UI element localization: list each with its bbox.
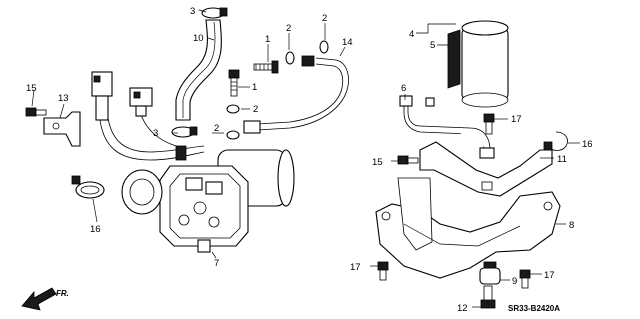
hose-10 — [175, 19, 222, 121]
diagram-code: SR33-B2420A — [508, 304, 560, 313]
callout-15: 15 — [26, 83, 37, 94]
hose-clamp-upper — [201, 7, 228, 19]
callout-labels: 3 10 1 2 2 14 4 5 15 13 1 2 3 2 6 17 16 … — [26, 6, 593, 314]
callout-6: 6 — [401, 83, 406, 94]
bolt-upper — [253, 60, 279, 74]
callout-5: 5 — [430, 40, 435, 51]
callout-1: 1 — [265, 34, 270, 45]
callout-2: 2 — [286, 23, 291, 34]
front-direction-label: FR. — [56, 289, 69, 298]
bolt-17-upper — [483, 113, 495, 135]
bolt-15-right — [397, 155, 419, 165]
callout-7: 7 — [214, 258, 219, 269]
callout-2: 2 — [253, 104, 258, 115]
callout-4: 4 — [409, 29, 414, 40]
callout-17: 17 — [350, 262, 361, 273]
rubber-mount-9 — [479, 261, 501, 285]
bolt-17-right — [519, 269, 531, 289]
callout-16: 16 — [582, 139, 593, 150]
callout-16: 16 — [90, 224, 101, 235]
brake-pipe-6 — [399, 95, 495, 159]
washer-a — [285, 51, 295, 65]
callout-9: 9 — [512, 276, 517, 287]
callout-15: 15 — [372, 157, 383, 168]
hose-clamp-lower — [171, 126, 198, 138]
accumulator-4 — [447, 20, 509, 108]
abs-modulator-7 — [121, 145, 295, 253]
bracket-13 — [43, 111, 81, 147]
clamp-16-left — [71, 175, 105, 199]
callout-11: 11 — [557, 154, 567, 165]
front-direction-arrow: FR. — [21, 287, 69, 311]
callout-1: 1 — [252, 82, 257, 93]
callout-3: 3 — [190, 6, 195, 17]
washer-d — [226, 130, 240, 140]
callout-3: 3 — [153, 128, 158, 139]
bolt-vertical — [228, 69, 240, 97]
bracket-8 — [375, 177, 561, 279]
leader-lines — [31, 9, 580, 308]
callout-17: 17 — [544, 270, 555, 281]
bolt-12 — [480, 285, 496, 309]
callout-10: 10 — [193, 33, 204, 44]
washer-c — [226, 104, 240, 114]
washer-b — [319, 40, 329, 54]
clamp-16-right — [543, 131, 568, 151]
callout-2: 2 — [214, 123, 219, 134]
bolt-15-left — [25, 107, 47, 117]
callout-2: 2 — [322, 13, 327, 24]
callout-8: 8 — [569, 220, 574, 231]
brake-pipe-14 — [243, 55, 349, 134]
callout-13: 13 — [58, 93, 69, 104]
callout-14: 14 — [342, 37, 353, 48]
bolt-17-left — [377, 261, 389, 281]
callout-12: 12 — [457, 303, 468, 314]
callout-17: 17 — [511, 114, 522, 125]
bracket-11 — [419, 141, 553, 197]
